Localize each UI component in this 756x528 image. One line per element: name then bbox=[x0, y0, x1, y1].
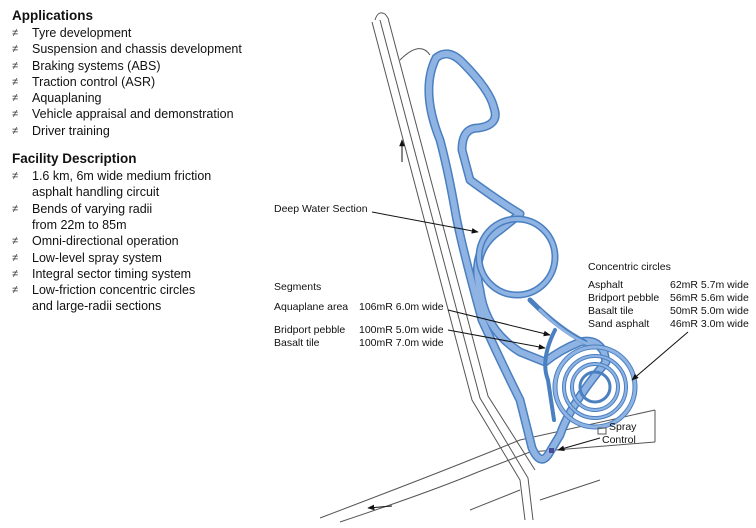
circle-spec-sand: 46mR 3.0m wide bbox=[670, 318, 749, 330]
handling-circuit bbox=[424, 49, 611, 464]
segment-spec-basalt: 100mR 7.0m wide bbox=[359, 337, 444, 349]
text-panel: Applications ≠Tyre development ≠Suspensi… bbox=[12, 8, 312, 315]
list-item: ≠Braking systems (ABS) bbox=[12, 58, 161, 73]
bullet-icon: ≠ bbox=[12, 170, 19, 183]
bullet-icon: ≠ bbox=[12, 251, 19, 264]
bullet-icon: ≠ bbox=[12, 43, 19, 56]
bullet-icon: ≠ bbox=[12, 235, 19, 248]
bullet-icon: ≠ bbox=[12, 27, 19, 39]
facility-heading: Facility Description bbox=[12, 151, 137, 167]
concentric-circles bbox=[552, 344, 638, 430]
road-arrow-left bbox=[367, 504, 393, 511]
circle-spec-asphalt: 62mR 5.7m wide bbox=[670, 279, 749, 291]
list-item: ≠Integral sector timing system bbox=[12, 266, 192, 281]
circle-name-sand: Sand asphalt bbox=[588, 318, 649, 330]
deep-water-leader bbox=[371, 211, 479, 234]
bullet-icon: ≠ bbox=[12, 108, 19, 121]
aquaplane-leader bbox=[447, 309, 551, 337]
circle-name-bridport: Bridport pebble bbox=[588, 292, 659, 304]
spray-leader bbox=[557, 437, 601, 451]
deep-water-label: Deep Water Section bbox=[274, 203, 368, 215]
applications-list: ≠Tyre development ≠Suspension and chassi… bbox=[12, 25, 312, 139]
list-item: ≠Tyre development bbox=[12, 26, 132, 40]
segment-spec-aquaplane: 106mR 6.0m wide bbox=[359, 301, 444, 313]
applications-heading: Applications bbox=[12, 8, 94, 23]
segment-name-bridport: Bridport pebble bbox=[274, 324, 345, 336]
list-item: ≠Aquaplaning bbox=[12, 91, 102, 106]
circle-spec-bridport: 56mR 5.6m wide bbox=[670, 292, 749, 304]
circles-heading: Concentric circles bbox=[588, 261, 671, 273]
building-icon bbox=[597, 427, 607, 435]
list-item: ≠Driver training bbox=[12, 123, 110, 138]
list-item: ≠Traction control (ASR) bbox=[12, 74, 156, 89]
circle-name-basalt: Basalt tile bbox=[588, 305, 634, 317]
segment-name-aquaplane: Aquaplane area bbox=[274, 301, 348, 313]
list-item: ≠Suspension and chassis development bbox=[12, 42, 242, 57]
bullet-icon: ≠ bbox=[12, 124, 19, 137]
circle-name-asphalt: Asphalt bbox=[588, 279, 623, 291]
control-label: Control bbox=[602, 434, 636, 446]
spray-label: Spray bbox=[609, 421, 637, 433]
bullet-icon: ≠ bbox=[12, 75, 19, 88]
list-item: ≠Vehicle appraisal and demonstration bbox=[12, 107, 234, 122]
segment-name-basalt: Basalt tile bbox=[274, 337, 320, 349]
spray-control-marker bbox=[549, 448, 554, 453]
bullet-icon: ≠ bbox=[12, 267, 19, 280]
segment-spec-bridport: 100mR 5.0m wide bbox=[359, 324, 444, 336]
bullet-icon: ≠ bbox=[12, 202, 19, 215]
list-item: ≠Low-level spray system bbox=[12, 250, 162, 265]
circles-leader bbox=[631, 331, 689, 381]
bullet-icon: ≠ bbox=[12, 59, 19, 72]
bullet-icon: ≠ bbox=[12, 284, 19, 297]
segments-heading: Segments bbox=[274, 281, 321, 293]
bridport-leader bbox=[447, 329, 546, 350]
bullet-icon: ≠ bbox=[12, 92, 19, 105]
access-road bbox=[319, 12, 656, 523]
list-item: ≠Omni-directional operation bbox=[12, 234, 179, 249]
circle-spec-basalt: 50mR 5.0m wide bbox=[670, 305, 749, 317]
